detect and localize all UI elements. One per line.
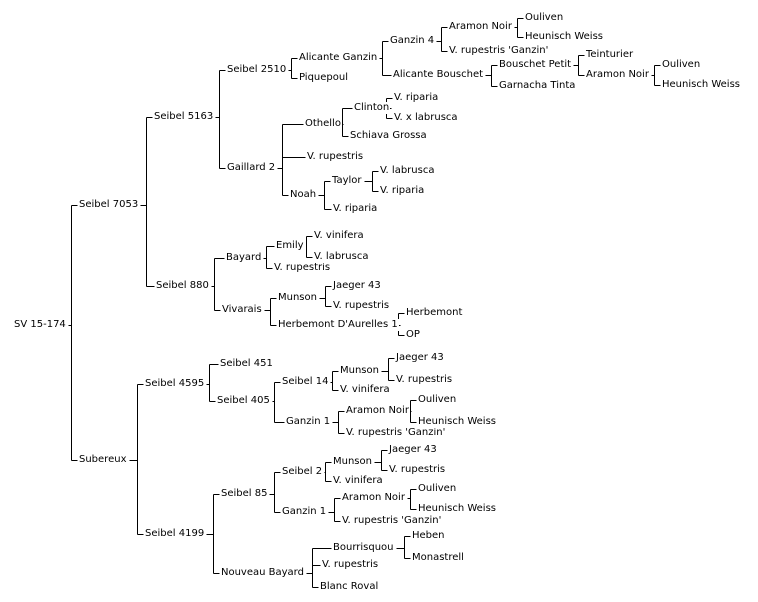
node-label-n62: Ganzin 1 <box>281 506 328 518</box>
node-label-n55: Aramon Noir <box>345 405 410 417</box>
node-label-n8: Alicante Ganzin <box>298 52 379 64</box>
node-label-n9: Piquepoul <box>298 72 350 84</box>
node-label-n65: Jaeger 43 <box>388 444 438 456</box>
node-label-n12: Aramon Noir <box>448 21 513 33</box>
node-label-n7: Gaillard 2 <box>226 162 277 174</box>
node-label-n47: Seibel 451 <box>219 358 274 370</box>
node-label-n32: V. riparia <box>379 185 426 197</box>
node-label-n61: Seibel 2 <box>281 466 324 478</box>
node-label-n38: V. labrusca <box>313 251 370 263</box>
node-label-n2: Seibel 7053 <box>78 199 140 211</box>
node-label-n48: Seibel 405 <box>216 395 271 407</box>
node-label-n64: V. vinifera <box>332 475 384 487</box>
node-label-n73: Blanc Roval <box>319 581 380 593</box>
node-label-n46: Seibel 4199 <box>144 528 206 540</box>
node-label-n26: Schiava Grossa <box>349 130 428 142</box>
node-label-n63: Munson <box>332 456 373 468</box>
node-label-n19: Aramon Noir <box>585 69 650 81</box>
node-label-n3: Subereux <box>78 454 128 466</box>
node-label-n24: Noah <box>289 189 318 201</box>
node-label-n4: Seibel 5163 <box>153 111 215 123</box>
node-label-n27: V. riparia <box>393 92 440 104</box>
node-label-n39: Munson <box>277 292 318 304</box>
node-label-n16: Bouschet Petit <box>498 59 573 71</box>
node-label-n17: Garnacha Tinta <box>498 80 577 92</box>
node-label-n75: Monastrell <box>411 552 465 564</box>
node-label-n72: V. rupestris <box>321 559 380 571</box>
node-label-n49: Seibel 14 <box>281 376 330 388</box>
node-label-n54: V. rupestris <box>395 374 454 386</box>
node-label-n50: Ganzin 1 <box>285 416 332 428</box>
node-label-n20: Ouliven <box>661 59 702 71</box>
node-label-n53: Jaeger 43 <box>395 352 445 364</box>
node-label-n69: Ouliven <box>417 483 458 495</box>
node-label-n44: OP <box>405 329 421 341</box>
node-label-n60: Nouveau Bayard <box>220 567 305 579</box>
node-label-n10: Ganzin 4 <box>389 35 436 47</box>
node-label-n15: Heunisch Weiss <box>524 31 605 43</box>
node-label-n21: Heunisch Weiss <box>661 79 742 91</box>
node-label-n18: Teinturier <box>585 49 635 61</box>
node-label-n33: Bayard <box>225 252 263 264</box>
node-label-n59: Seibel 85 <box>220 488 269 500</box>
node-label-n74: Heben <box>411 530 446 542</box>
node-label-n36: V. rupestris <box>273 262 332 274</box>
node-label-n30: V. riparia <box>332 203 379 215</box>
node-label-n11: Alicante Bouschet <box>392 69 485 81</box>
node-label-n68: V. rupestris 'Ganzin' <box>341 515 443 527</box>
node-label-n67: Aramon Noir <box>341 492 406 504</box>
node-label-n66: V. rupestris <box>388 464 447 476</box>
node-label-n40: Herbemont D'Aurelles 1 <box>277 319 399 331</box>
node-label-n23: V. rupestris <box>306 151 365 163</box>
node-label-n56: V. rupestris 'Ganzin' <box>345 427 447 439</box>
node-label-n71: Bourrisquou <box>332 542 395 554</box>
node-label-n28: V. x labrusca <box>393 112 459 124</box>
node-label-n6: Seibel 2510 <box>226 64 288 76</box>
node-label-n42: V. rupestris <box>332 300 391 312</box>
node-label-n45: Seibel 4595 <box>144 378 206 390</box>
node-label-n14: Ouliven <box>524 12 565 24</box>
node-label-n57: Ouliven <box>417 394 458 406</box>
node-label-n31: V. labrusca <box>379 165 436 177</box>
node-label-n22: Othello <box>304 118 342 130</box>
node-label-n35: Emily <box>275 240 305 252</box>
node-label-n51: Munson <box>339 365 380 377</box>
node-label-n34: Vivarais <box>221 304 263 316</box>
node-label-n37: V. vinifera <box>313 230 365 242</box>
node-label-n5: Seibel 880 <box>155 280 210 292</box>
node-label-n25: Clinton <box>353 102 391 114</box>
node-label-n29: Taylor <box>331 175 363 187</box>
node-label-n43: Herbemont <box>405 307 464 319</box>
node-label-n70: Heunisch Weiss <box>417 503 498 515</box>
node-label-n52: V. vinifera <box>339 384 391 396</box>
node-label-n58: Heunisch Weiss <box>417 416 498 428</box>
node-label-n41: Jaeger 43 <box>332 280 382 292</box>
node-label-n1: SV 15-174 <box>13 319 67 331</box>
node-label-n13: V. rupestris 'Ganzin' <box>448 45 550 57</box>
